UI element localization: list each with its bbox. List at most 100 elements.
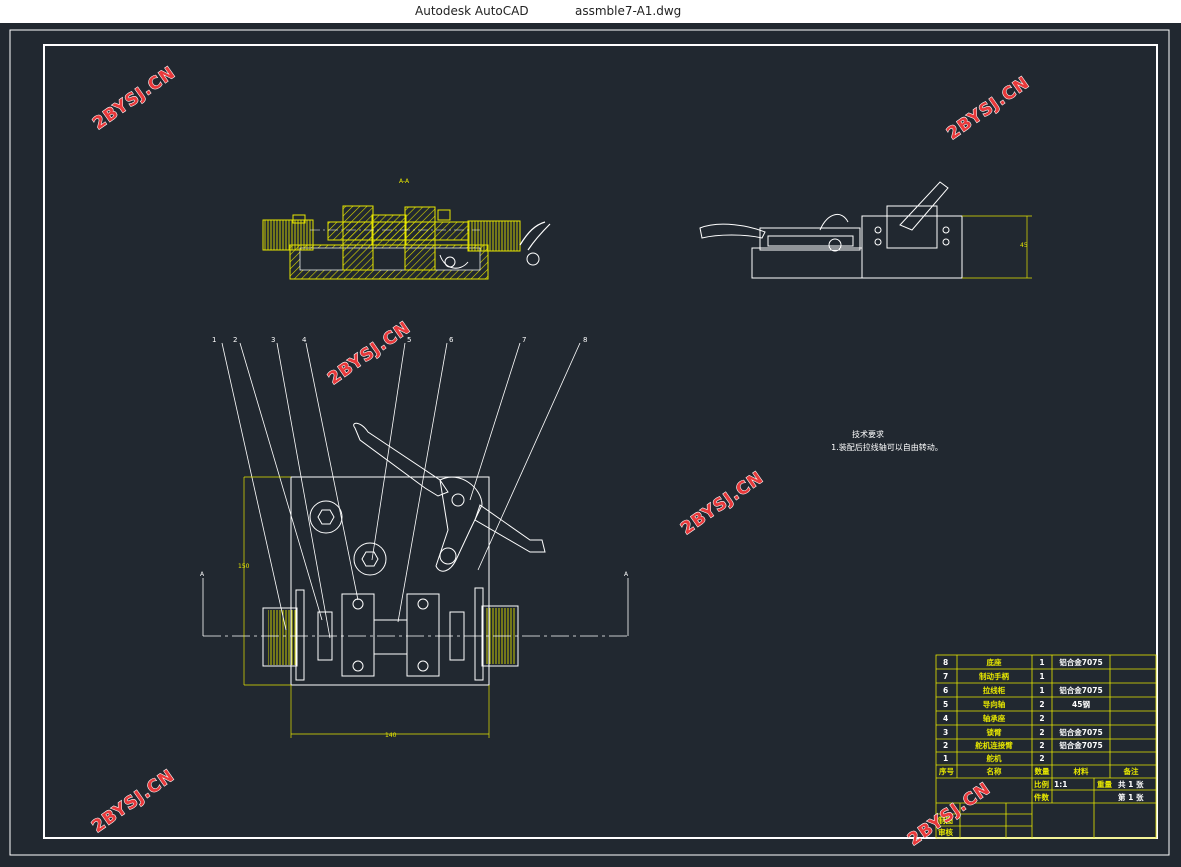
scale-label: 比例 bbox=[1034, 779, 1050, 789]
drawing-svg[interactable]: A-A bbox=[0, 23, 1181, 863]
side-hole-1 bbox=[874, 226, 882, 234]
drawing-canvas[interactable]: A-A bbox=[0, 23, 1181, 863]
right-dim-text: 45 bbox=[1020, 242, 1028, 249]
section-motor-left bbox=[262, 219, 314, 251]
side-view[interactable]: 45 bbox=[699, 181, 1032, 279]
section-lever bbox=[519, 221, 546, 246]
plan-brake-body bbox=[435, 476, 483, 572]
tech-requirements-note: 1.装配后拉线轴可以自由转动。 bbox=[831, 442, 943, 452]
plan-motor-left-fins bbox=[268, 610, 296, 665]
plan-motor-mount-left bbox=[295, 589, 305, 681]
plan-nut-2-hex bbox=[361, 551, 379, 567]
side-hole-3 bbox=[942, 226, 950, 234]
leader-7: 7 bbox=[522, 336, 526, 344]
bom-row-name: 导向轴 bbox=[983, 699, 1006, 709]
plan-bearing-left bbox=[341, 593, 375, 677]
outer-frame bbox=[9, 29, 1170, 856]
plan-spool bbox=[373, 619, 408, 655]
bom-row-name: 舵机 bbox=[987, 753, 1002, 763]
side-base-block bbox=[861, 215, 963, 279]
bom-row-name: 舵机连接臂 bbox=[975, 740, 1013, 750]
plan-brake-barrel bbox=[474, 504, 546, 553]
side-base bbox=[751, 247, 863, 279]
section-view-aa[interactable]: A-A bbox=[262, 178, 551, 280]
bom-row-qty: 2 bbox=[1039, 728, 1044, 737]
leader-1: 1 bbox=[212, 336, 216, 344]
bom-row-qty: 1 bbox=[1039, 686, 1044, 695]
plan-bearing-right-hole-2 bbox=[417, 660, 429, 672]
plan-brake-pivot bbox=[451, 493, 465, 507]
side-hole-2 bbox=[874, 238, 882, 246]
bom-row-name: 制动手柄 bbox=[979, 671, 1009, 681]
plan-bearing-left-hole-2 bbox=[352, 660, 364, 672]
side-pivot bbox=[828, 238, 842, 252]
plan-motor-mount-right bbox=[474, 587, 484, 681]
side-hole-4 bbox=[942, 238, 950, 246]
plan-nut-1 bbox=[309, 500, 343, 534]
plan-motor-left bbox=[262, 607, 298, 667]
bom-row-qty: 2 bbox=[1039, 714, 1044, 723]
bom-row-material: 45钢 bbox=[1072, 699, 1090, 709]
bom-header-name: 名称 bbox=[987, 766, 1002, 776]
bom-row-qty: 1 bbox=[1039, 658, 1044, 667]
plan-brake-clamp bbox=[439, 547, 457, 565]
drawn-label: 制图 bbox=[938, 815, 953, 825]
bom-row-material: 铝合金7075 bbox=[1059, 740, 1102, 750]
plan-bearing-right-hole-1 bbox=[417, 598, 429, 610]
plan-bearing-left-hole-1 bbox=[352, 598, 364, 610]
weight-label: 重量 bbox=[1097, 779, 1113, 789]
bom-header-note: 备注 bbox=[1123, 766, 1140, 776]
bom-row-name: 拉线柜 bbox=[983, 685, 1006, 695]
app-title: Autodesk AutoCAD bbox=[415, 4, 529, 18]
watermark-text: 2BYSJ.CN bbox=[943, 73, 1033, 144]
cut-mark-left: A bbox=[200, 571, 205, 578]
section-lever-2 bbox=[527, 223, 551, 251]
side-body bbox=[759, 227, 861, 251]
sheet-no: 第 1 张 bbox=[1118, 792, 1144, 802]
bom-row-material: 铝合金7075 bbox=[1059, 657, 1102, 667]
bom-row-no: 2 bbox=[943, 741, 948, 750]
bom-row-name: 轴承座 bbox=[983, 713, 1006, 723]
inner-frame bbox=[43, 44, 1158, 839]
plan-bearing-right bbox=[406, 593, 440, 677]
cut-mark-right: A bbox=[624, 571, 629, 578]
section-base-cavity bbox=[299, 247, 481, 271]
bom-row-no: 8 bbox=[943, 658, 948, 667]
watermark-text: 2BYSJ.CN bbox=[89, 63, 179, 134]
side-inner bbox=[767, 235, 854, 247]
side-clamp bbox=[819, 214, 849, 231]
bom-row-no: 4 bbox=[943, 714, 948, 723]
watermarks: 2BYSJ.CN 2BYSJ.CN 2BYSJ.CN 2BYSJ.CN 2BYS… bbox=[88, 62, 1034, 850]
bom-row-no: 1 bbox=[943, 754, 948, 763]
section-clamp bbox=[439, 254, 469, 269]
file-name: assmble7-A1.dwg bbox=[575, 4, 682, 18]
bom-row-qty: 1 bbox=[1039, 672, 1044, 681]
leader-2: 2 bbox=[233, 336, 237, 344]
bom-header-qty: 数量 bbox=[1035, 766, 1051, 776]
section-label: A-A bbox=[399, 178, 410, 185]
side-lever bbox=[699, 223, 766, 239]
watermark-text: 2BYSJ.CN bbox=[677, 468, 767, 539]
section-motor-right bbox=[467, 220, 521, 252]
bom-header-material: 材料 bbox=[1074, 766, 1090, 776]
leader-4: 4 bbox=[302, 336, 307, 344]
bom-row-no: 5 bbox=[943, 700, 948, 709]
watermark-text: 2BYSJ.CN bbox=[88, 766, 178, 837]
leader-5: 5 bbox=[407, 336, 411, 344]
leader-3: 3 bbox=[271, 336, 275, 344]
plan-nut-1-hex bbox=[317, 509, 335, 525]
checked-label: 审核 bbox=[938, 827, 953, 837]
bom-row-no: 7 bbox=[943, 672, 948, 681]
dim-height-text: 150 bbox=[238, 563, 250, 570]
scale-value: 1:1 bbox=[1054, 780, 1067, 789]
side-handle bbox=[899, 181, 949, 231]
title-block[interactable] bbox=[935, 654, 1157, 839]
plan-view[interactable]: 1 2 3 4 5 6 7 8 150 140 A A bbox=[200, 336, 629, 739]
bom-row-qty: 2 bbox=[1039, 754, 1044, 763]
bom-row-material: 铝合金7075 bbox=[1059, 727, 1102, 737]
bom-row-name: 底座 bbox=[987, 657, 1002, 667]
tech-requirements-title: 技术要求 bbox=[852, 429, 884, 439]
leader-labels: 1 2 3 4 5 6 7 8 bbox=[212, 336, 587, 344]
side-bracket bbox=[886, 205, 938, 249]
total-sheets: 共 1 张 bbox=[1118, 779, 1144, 789]
